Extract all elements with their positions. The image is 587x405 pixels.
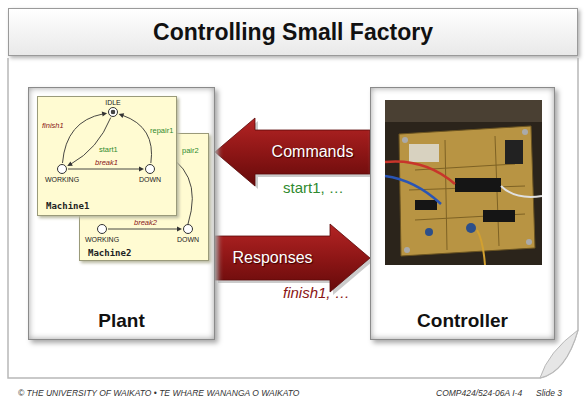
transition-arrow xyxy=(68,167,144,172)
wire xyxy=(477,230,485,265)
state-circle: IDLE xyxy=(108,107,118,117)
state-name: WORKING xyxy=(85,236,119,244)
chip xyxy=(455,178,501,192)
footer-text: © THE UNIVERSITY OF WAIKATO • TE WHARE W… xyxy=(18,388,299,398)
wire xyxy=(385,176,441,204)
arrow-head xyxy=(67,161,73,166)
transition-line xyxy=(71,118,111,165)
controller-panel: Controller xyxy=(370,87,555,340)
wire xyxy=(385,161,455,184)
state-name: WORKING xyxy=(45,176,79,184)
arrow-head xyxy=(119,113,125,118)
state-circle: WORKING xyxy=(57,164,67,174)
transition-arrow xyxy=(108,227,182,232)
state-circle: DOWN xyxy=(183,224,193,234)
panel-label: Controller xyxy=(417,310,508,332)
response-list: finish1, … xyxy=(283,284,350,301)
relay xyxy=(505,140,523,164)
state-name: DOWN xyxy=(139,176,161,184)
slide-title: Controlling Small Factory xyxy=(153,19,433,46)
photo-ground xyxy=(385,100,542,265)
chip xyxy=(415,200,437,210)
screw xyxy=(522,129,528,135)
circuit-board xyxy=(399,126,535,256)
machine-name: Machine1 xyxy=(46,201,89,212)
state-circle: WORKING xyxy=(97,224,107,234)
event-label: break2 xyxy=(134,218,157,227)
wire xyxy=(501,186,542,197)
machine-box: Machine1 IDLE WORKING DOWN start1 finish1 brea… xyxy=(37,96,177,216)
screw xyxy=(526,239,532,245)
transition-line xyxy=(155,149,192,224)
transition-line xyxy=(122,115,151,163)
state-name: IDLE xyxy=(105,99,121,107)
photo-shadow xyxy=(385,100,542,122)
footer-text: Slide 3 xyxy=(536,388,562,398)
frame-outline xyxy=(8,58,578,378)
block-arrow xyxy=(215,118,373,189)
chip xyxy=(483,210,515,222)
event-label: start1 xyxy=(99,145,118,154)
machine-name: Machine2 xyxy=(88,248,131,259)
arrow-head xyxy=(177,227,182,232)
panel-label: Plant xyxy=(98,310,144,332)
transition-line xyxy=(108,229,178,230)
event-label: pair2 xyxy=(182,146,199,155)
screw xyxy=(402,137,408,143)
capacitor xyxy=(466,223,476,233)
capacitor xyxy=(425,228,433,236)
transition-line xyxy=(62,114,103,163)
footer-text: COMP424/524-06A I-4 xyxy=(436,388,522,398)
screw xyxy=(404,247,410,253)
transition-line xyxy=(68,169,140,170)
circuit-board-photo xyxy=(385,100,542,265)
arrow-body xyxy=(215,118,370,186)
plant-panel: Plant Machine1 IDLE WORKING DOWN start1 finish… xyxy=(28,87,215,340)
arrow-label: Commands xyxy=(272,143,354,161)
arrow-body xyxy=(215,224,370,292)
event-label: finish1 xyxy=(42,121,64,130)
connector xyxy=(409,144,439,162)
event-label: repair1 xyxy=(150,126,173,135)
state-name: DOWN xyxy=(177,236,199,244)
command-list: start1, … xyxy=(283,179,344,196)
event-label: break1 xyxy=(95,158,118,167)
arrow-head xyxy=(102,112,107,117)
title-bar: Controlling Small Factory xyxy=(8,8,578,56)
transition-arrow xyxy=(119,113,152,163)
arrow-head xyxy=(139,167,144,172)
transition-arrow xyxy=(62,112,107,163)
state-circle: DOWN xyxy=(145,164,155,174)
arrow-label: Responses xyxy=(232,249,312,267)
